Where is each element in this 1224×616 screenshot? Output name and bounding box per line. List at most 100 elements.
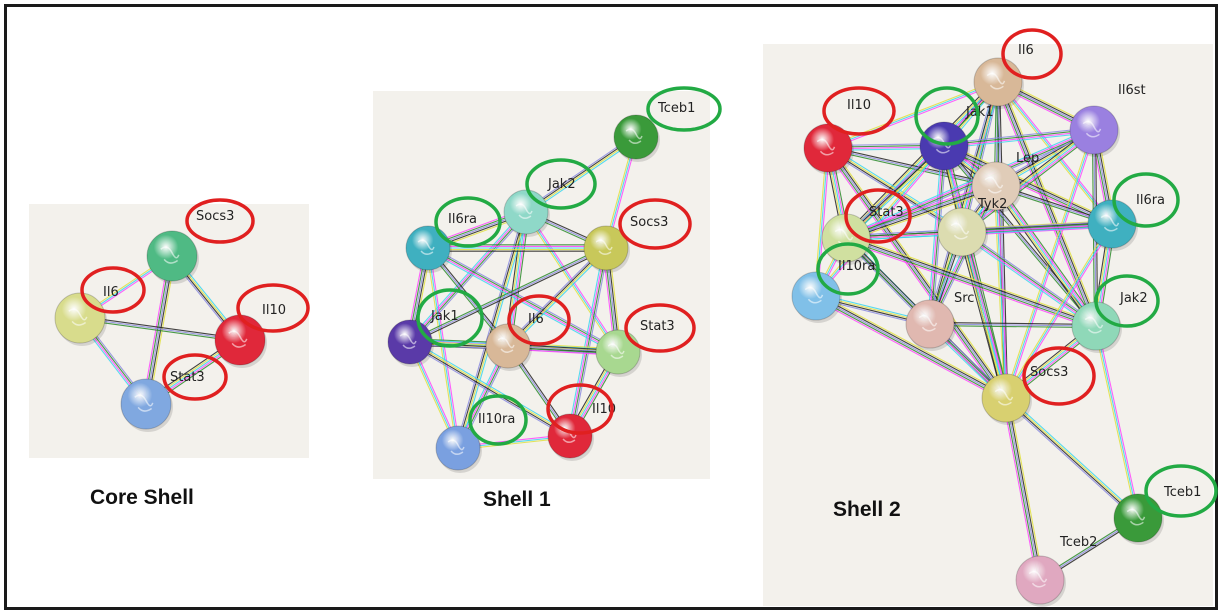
edge-socs3-il6 — [505, 245, 609, 349]
caption-shell-2: Shell 2 — [833, 498, 901, 521]
red-highlight-ring — [546, 383, 614, 435]
node-socs3: Socs3 — [583, 198, 692, 273]
node-tceb1: Tceb1 — [613, 86, 722, 162]
red-highlight-ring — [507, 294, 571, 346]
edge-tceb1-jak2 — [524, 134, 638, 215]
node-socs3: Socs3 — [146, 198, 255, 284]
edge-socs3-tceb1 — [1004, 395, 1140, 521]
green-highlight-ring — [914, 86, 980, 146]
node-label-socs3: Socs3 — [1030, 365, 1068, 380]
red-highlight-ring — [624, 303, 696, 353]
edge-jak2-jak1 — [407, 210, 529, 344]
red-highlight-ring — [1001, 28, 1063, 80]
green-highlight-ring — [468, 394, 528, 446]
edge-socs3-il10 — [567, 247, 609, 437]
green-highlight-ring — [1144, 464, 1218, 518]
node-jak1: Jak1 — [387, 288, 484, 367]
node-label-tyk2: Tyk2 — [977, 197, 1007, 212]
node-il6: Il6 — [54, 266, 146, 346]
node-label-il6: Il6 — [1018, 43, 1034, 58]
node-label-il6st: Il6st — [1118, 83, 1146, 98]
node-il10ra: Il10ra — [435, 394, 528, 473]
edge-jak1-il10 — [408, 339, 572, 439]
red-highlight-ring — [844, 188, 912, 244]
edge-lep-jak2 — [992, 183, 1100, 329]
node-label-tceb1: Tceb1 — [657, 101, 695, 116]
node-jak2: Jak2 — [503, 158, 597, 237]
node-stat3: Stat3 — [821, 188, 912, 265]
edge-jak2-tceb1 — [1093, 325, 1141, 519]
edge-il6ra-il10ra — [425, 247, 461, 449]
node-il6: Il6 — [485, 294, 571, 371]
red-highlight-ring — [1022, 346, 1096, 406]
green-highlight-ring — [525, 158, 597, 210]
node-il10: Il10 — [803, 86, 896, 175]
node-il10: Il10 — [214, 283, 310, 368]
node-lep: Lep — [971, 151, 1039, 213]
edge-stat3-jak2 — [844, 234, 1098, 330]
node-il10ra: Il10ra — [791, 242, 880, 323]
edge-tyk2-jak2 — [960, 229, 1098, 329]
node-label-stat3: Stat3 — [170, 370, 205, 385]
node-label-lep: Lep — [1016, 151, 1039, 166]
red-highlight-ring — [618, 198, 692, 250]
node-label-il10: Il10 — [262, 303, 286, 318]
node-label-jak2: Jak2 — [547, 177, 576, 192]
green-highlight-ring — [646, 86, 722, 132]
node-label-jak1: Jak1 — [430, 309, 459, 324]
node-label-il10: Il10 — [847, 98, 871, 113]
node-label-il6ra: Il6ra — [1136, 193, 1165, 208]
node-il6ra: Il6ra — [405, 196, 502, 273]
node-tceb2: Tceb2 — [1015, 535, 1097, 607]
node-socs3: Socs3 — [981, 346, 1096, 425]
edge-socs3-jak1 — [409, 246, 607, 344]
edge-tyk2-socs3 — [958, 231, 1010, 399]
node-label-stat3: Stat3 — [640, 319, 675, 334]
edge-il6-il10 — [79, 315, 241, 343]
edge-src-jak2 — [929, 321, 1097, 329]
node-il10: Il10 — [546, 383, 616, 461]
edge-jak1-il6st — [943, 127, 1095, 149]
green-highlight-ring — [1112, 172, 1180, 228]
caption-core-shell: Core Shell — [90, 486, 194, 509]
node-label-il6: Il6 — [103, 285, 119, 300]
shell1-panel — [373, 91, 710, 479]
edge-il10ra-socs3 — [814, 292, 1008, 402]
node-label-socs3: Socs3 — [196, 209, 234, 224]
node-tyk2: Tyk2 — [937, 197, 1007, 259]
node-stat3: Stat3 — [595, 303, 696, 377]
green-highlight-ring — [1094, 274, 1160, 328]
node-label-il10ra: Il10ra — [838, 259, 875, 274]
node-il6: Il6 — [973, 28, 1063, 109]
node-label-il6ra: Il6ra — [448, 212, 477, 227]
green-highlight-ring — [816, 242, 880, 296]
edge-lep-stat3 — [844, 182, 998, 242]
node-src: Src — [905, 291, 974, 351]
node-label-jak2: Jak2 — [1119, 291, 1148, 306]
node-label-src: Src — [954, 291, 974, 306]
node-jak1: Jak1 — [914, 86, 994, 173]
node-stat3: Stat3 — [120, 353, 228, 432]
node-il6st: Il6st — [1069, 83, 1146, 157]
edge-socs3-tceb2 — [1002, 397, 1044, 581]
caption-shell-1: Shell 1 — [483, 488, 551, 511]
node-label-tceb1: Tceb1 — [1163, 485, 1201, 500]
red-highlight-ring — [822, 86, 896, 136]
red-highlight-ring — [236, 283, 310, 333]
green-highlight-ring — [434, 196, 502, 248]
edge-tyk2-il6ra — [961, 220, 1113, 236]
node-label-tceb2: Tceb2 — [1059, 535, 1097, 550]
node-label-stat3: Stat3 — [869, 205, 904, 220]
edge-il10-socs3 — [824, 145, 1010, 401]
node-label-il6: Il6 — [528, 312, 544, 327]
node-tceb1: Tceb1 — [1113, 464, 1218, 545]
node-il6ra: Il6ra — [1087, 172, 1180, 251]
green-highlight-ring — [416, 288, 484, 348]
node-label-socs3: Socs3 — [630, 215, 668, 230]
node-label-il10ra: Il10ra — [478, 412, 515, 427]
red-highlight-ring — [162, 353, 228, 401]
